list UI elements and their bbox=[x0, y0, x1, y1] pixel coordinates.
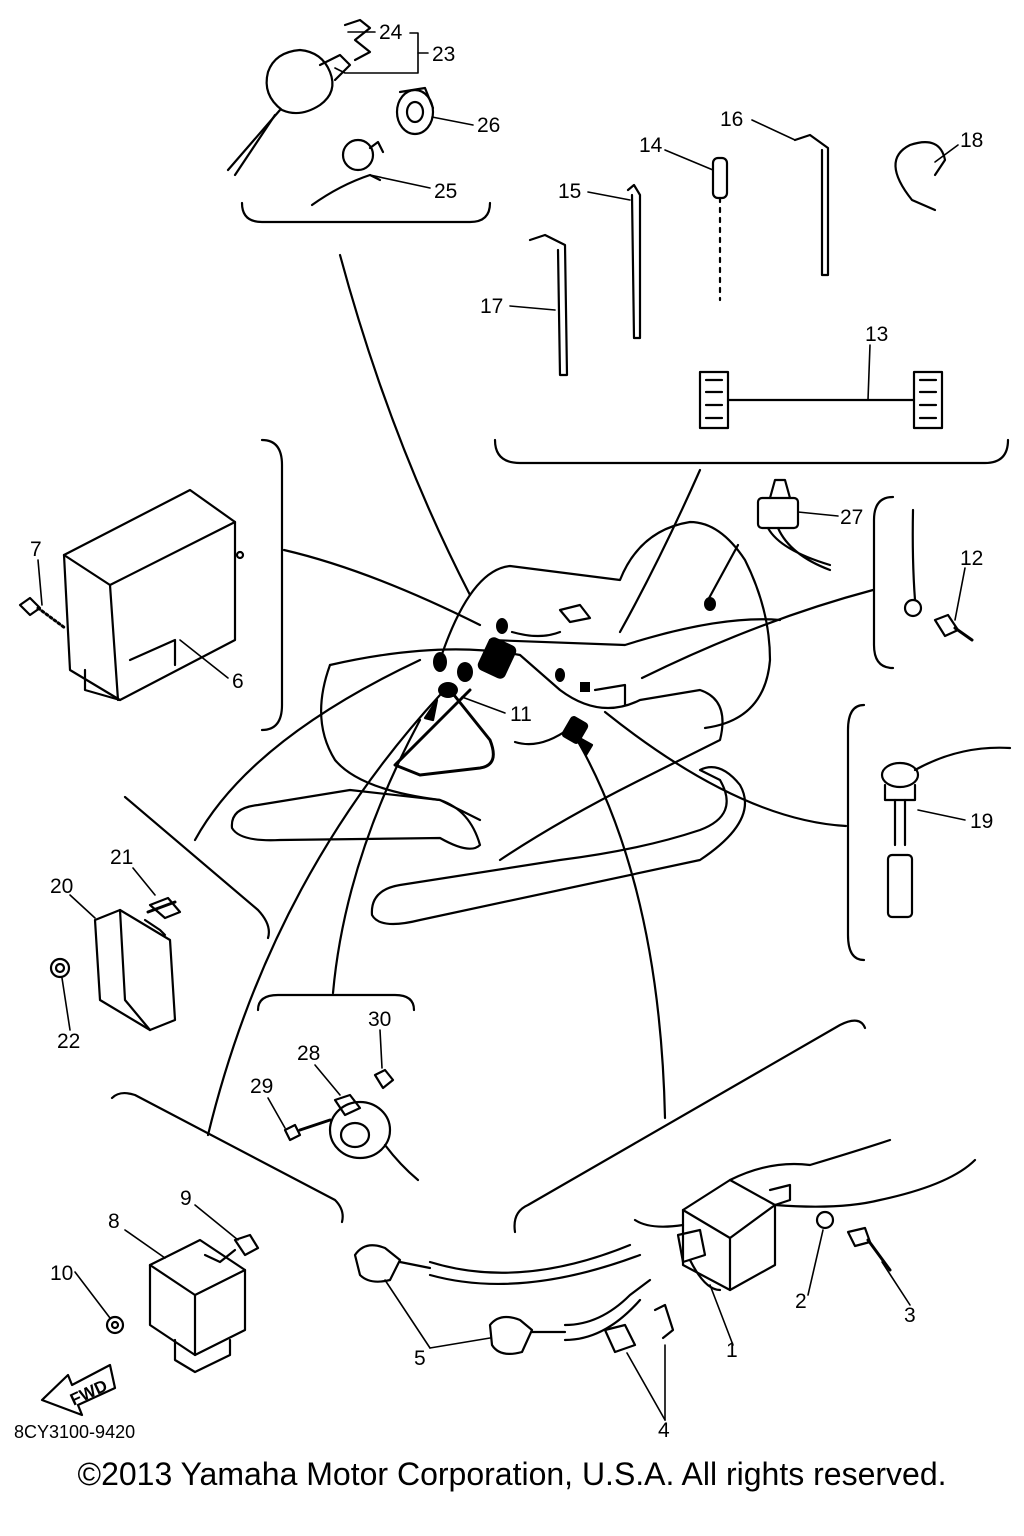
snowmobile-belly bbox=[320, 663, 482, 822]
bracket-relay bbox=[123, 795, 270, 940]
key-cable-part bbox=[310, 138, 385, 207]
screw-part bbox=[846, 1226, 892, 1272]
leader-line bbox=[603, 710, 848, 828]
leader-line bbox=[618, 468, 702, 634]
bracket-coil bbox=[513, 1019, 867, 1234]
harness-connector bbox=[704, 597, 716, 611]
cable-tie-part bbox=[528, 233, 569, 377]
ski-right bbox=[370, 766, 747, 926]
callout-16: 16 bbox=[720, 108, 743, 131]
pickup-coil-part bbox=[283, 1068, 420, 1182]
leader-line bbox=[706, 543, 740, 602]
snowmobile-chassis bbox=[328, 648, 724, 862]
plug-cap-part bbox=[353, 1243, 652, 1355]
coil-connector bbox=[561, 716, 589, 744]
cdi-unit-part bbox=[49, 896, 182, 1032]
cable-tie-part bbox=[626, 183, 642, 340]
callout-25: 25 bbox=[434, 180, 457, 203]
callout-27: 27 bbox=[840, 506, 863, 529]
bracket-top-left bbox=[240, 201, 492, 224]
leader-line bbox=[640, 588, 875, 680]
snowmobile-seat bbox=[488, 618, 782, 647]
callout-8: 8 bbox=[108, 1210, 120, 1233]
snowmobile-hood bbox=[438, 520, 772, 730]
leader-line bbox=[206, 693, 442, 1137]
harness-loop bbox=[393, 688, 495, 777]
ignition-coil-part bbox=[633, 1138, 977, 1292]
cable-tie-part bbox=[793, 133, 830, 277]
callout-3: 3 bbox=[904, 1304, 916, 1327]
leader-line bbox=[338, 253, 472, 597]
callout-23: 23 bbox=[432, 43, 455, 66]
fwd-label: FWD bbox=[67, 1376, 110, 1410]
callout-1: 1 bbox=[726, 1339, 738, 1362]
callout-20: 20 bbox=[50, 875, 73, 898]
bracket-top-right bbox=[493, 438, 1010, 465]
main-switch bbox=[226, 18, 372, 177]
harness-connector bbox=[438, 682, 458, 698]
callout-21: 21 bbox=[110, 846, 133, 869]
fwd-arrow bbox=[40, 1363, 117, 1417]
rectifier-part bbox=[105, 1233, 260, 1374]
callout-15: 15 bbox=[558, 180, 581, 203]
callout-24: 24 bbox=[379, 21, 403, 44]
bracket-rectifier bbox=[110, 1091, 344, 1224]
callout-6: 6 bbox=[232, 670, 244, 693]
harness-connector bbox=[555, 668, 565, 682]
bracket-ground bbox=[872, 495, 895, 670]
front-bumper bbox=[558, 603, 592, 624]
clip-part bbox=[894, 141, 947, 212]
callout-26: 26 bbox=[477, 114, 500, 137]
callout-4: 4 bbox=[658, 1419, 670, 1442]
temp-sensor-part bbox=[880, 746, 1012, 919]
harness-connector bbox=[580, 682, 590, 692]
grommet-part bbox=[395, 86, 435, 136]
bracket-sensor bbox=[846, 703, 866, 962]
clamp-chain-part bbox=[711, 156, 729, 302]
callout-14: 14 bbox=[639, 134, 663, 157]
callout-5: 5 bbox=[414, 1347, 426, 1370]
bolt-part bbox=[18, 596, 67, 630]
harness-connector bbox=[433, 652, 447, 672]
callout-9: 9 bbox=[180, 1187, 192, 1210]
harness-connector bbox=[457, 662, 473, 682]
callout-10: 10 bbox=[50, 1262, 73, 1285]
callout-29: 29 bbox=[250, 1075, 273, 1098]
sensor-wire bbox=[593, 683, 627, 707]
callout-2: 2 bbox=[795, 1290, 807, 1313]
diagram-ref-code: 8CY3100-9420 bbox=[14, 1422, 136, 1442]
callout-30: 30 bbox=[368, 1008, 391, 1031]
toggle-switch-part bbox=[756, 478, 832, 572]
leader-line bbox=[193, 658, 422, 842]
main-harness-connector bbox=[477, 637, 517, 679]
callout-17: 17 bbox=[480, 295, 503, 318]
ski-left bbox=[230, 788, 482, 850]
leader-line bbox=[282, 548, 482, 627]
callout-22: 22 bbox=[57, 1030, 80, 1053]
callout-11: 11 bbox=[510, 703, 532, 726]
ecu-box-part bbox=[62, 488, 245, 702]
leader-line bbox=[331, 718, 422, 995]
arrow-head bbox=[423, 698, 439, 722]
callout-13: 13 bbox=[865, 323, 888, 346]
bracket-ecu bbox=[260, 438, 284, 732]
callout-12: 12 bbox=[960, 547, 983, 570]
copyright-notice: ©2013 Yamaha Motor Corporation, U.S.A. A… bbox=[77, 1456, 947, 1492]
leader-line bbox=[578, 743, 667, 1120]
callout-28: 28 bbox=[297, 1042, 320, 1065]
band-part bbox=[698, 370, 944, 430]
coil-wire bbox=[513, 726, 572, 746]
callout-19: 19 bbox=[970, 810, 993, 833]
harness-connector bbox=[496, 618, 508, 634]
bracket-pickup bbox=[256, 993, 416, 1012]
clamp-part bbox=[603, 1303, 675, 1354]
callout-18: 18 bbox=[960, 129, 983, 152]
harness-branch bbox=[510, 630, 562, 638]
ground-lead-part bbox=[903, 508, 974, 642]
callout-7: 7 bbox=[30, 538, 42, 561]
